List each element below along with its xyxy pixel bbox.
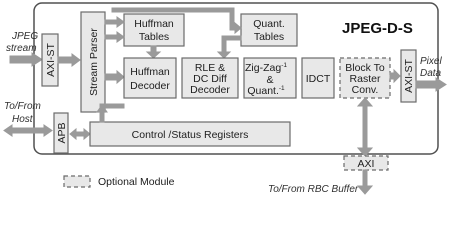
huffman-tables-to-decoder-arrow (145, 45, 162, 59)
rle-dc-decoder-block (181, 57, 239, 99)
zigzag-dequant-block (243, 57, 297, 99)
axi-to-parser-arrow (57, 53, 81, 67)
axi-st-output-label: AXI-ST (403, 58, 415, 92)
host-label-line2: Host (12, 114, 34, 125)
rle-dc-label-line1: RLE & (195, 62, 225, 74)
stream-parser-block (80, 11, 106, 113)
axi-st-input-label: AXI-ST (45, 42, 57, 76)
huffman-decoder-label-line2: Decoder (130, 80, 170, 92)
block-to-raster-label-line1: Block To (345, 62, 385, 74)
axi-label: AXI (358, 158, 375, 170)
block-to-raster-label-line3: Conv. (352, 84, 379, 96)
control-to-pipeline-arrow (96, 103, 125, 123)
stream-parser-label: Stream Parser (88, 28, 100, 96)
zigzag-label-line1: Zig-Zag-1 (245, 62, 287, 74)
apb-label: APB (56, 122, 68, 143)
pixel-data-label-line1: Pixel (420, 56, 442, 67)
jpeg-stream-label-line2: stream (6, 43, 37, 54)
huffman-decoder-label-line1: Huffman (130, 66, 170, 78)
axi-rbc-arrow (356, 169, 374, 195)
huffman-tables-label-line1: Huffman (134, 18, 174, 30)
control-status-label: Control /Status Registers (132, 129, 249, 141)
quant-tables-label-line1: Quant. (253, 18, 285, 30)
optional-module-legend-swatch (63, 175, 91, 188)
huffman-decoder-block (123, 57, 177, 99)
quant-tables-block (240, 13, 298, 47)
apb-block (53, 112, 69, 154)
optional-module-legend-label: Optional Module (98, 176, 175, 188)
control-status-registers-block (89, 121, 291, 147)
input-stream-arrow (9, 52, 43, 67)
zigzag-line3-text: Quant. (247, 85, 279, 97)
zigzag-line3-sup: -1 (279, 85, 285, 92)
host-label-line1: To/From (4, 101, 41, 112)
zigzag-line1-sup: -1 (281, 62, 287, 69)
zigzag-label-line3: Quant.-1 (247, 85, 285, 97)
block-to-raster-label-line2: Raster (350, 73, 381, 85)
rle-dc-label-line2: DC Diff (193, 73, 227, 85)
idct-label: IDCT (306, 73, 331, 85)
idct-block (301, 57, 335, 99)
block-to-raster-block (339, 57, 391, 99)
parser-to-quant-tables-arrow (111, 7, 242, 35)
core-title: JPEG-D-S (342, 20, 413, 37)
huffman-tables-label-line2: Tables (139, 31, 169, 43)
raster-axi-arrow (356, 97, 374, 157)
rle-dc-label-line3: Decoder (190, 84, 230, 96)
pixel-data-label-line2: Data (420, 68, 442, 79)
rbc-buffer-label: To/From RBC Buffer (268, 184, 359, 195)
pixel-output-arrow (415, 77, 447, 92)
parser-to-huffman-tables-arrows (104, 16, 125, 43)
quant-tables-label-line2: Tables (254, 31, 284, 43)
raster-to-axi-arrow (389, 68, 401, 84)
axi-st-output-block (400, 49, 417, 103)
jpeg-decoder-block-diagram: JPEG-D-S JPEG stream Pixel Data To/From … (3, 2, 447, 195)
jpeg-stream-label-line1: JPEG (11, 31, 38, 42)
host-apb-arrow (3, 124, 53, 137)
zigzag-label-line2: & (266, 74, 273, 86)
zigzag-line1-text: Zig-Zag (245, 62, 281, 74)
apb-control-arrow (69, 127, 91, 141)
quant-tables-to-dequant-arrow (216, 35, 242, 59)
parser-to-huffman-decoder-arrow (104, 69, 125, 85)
